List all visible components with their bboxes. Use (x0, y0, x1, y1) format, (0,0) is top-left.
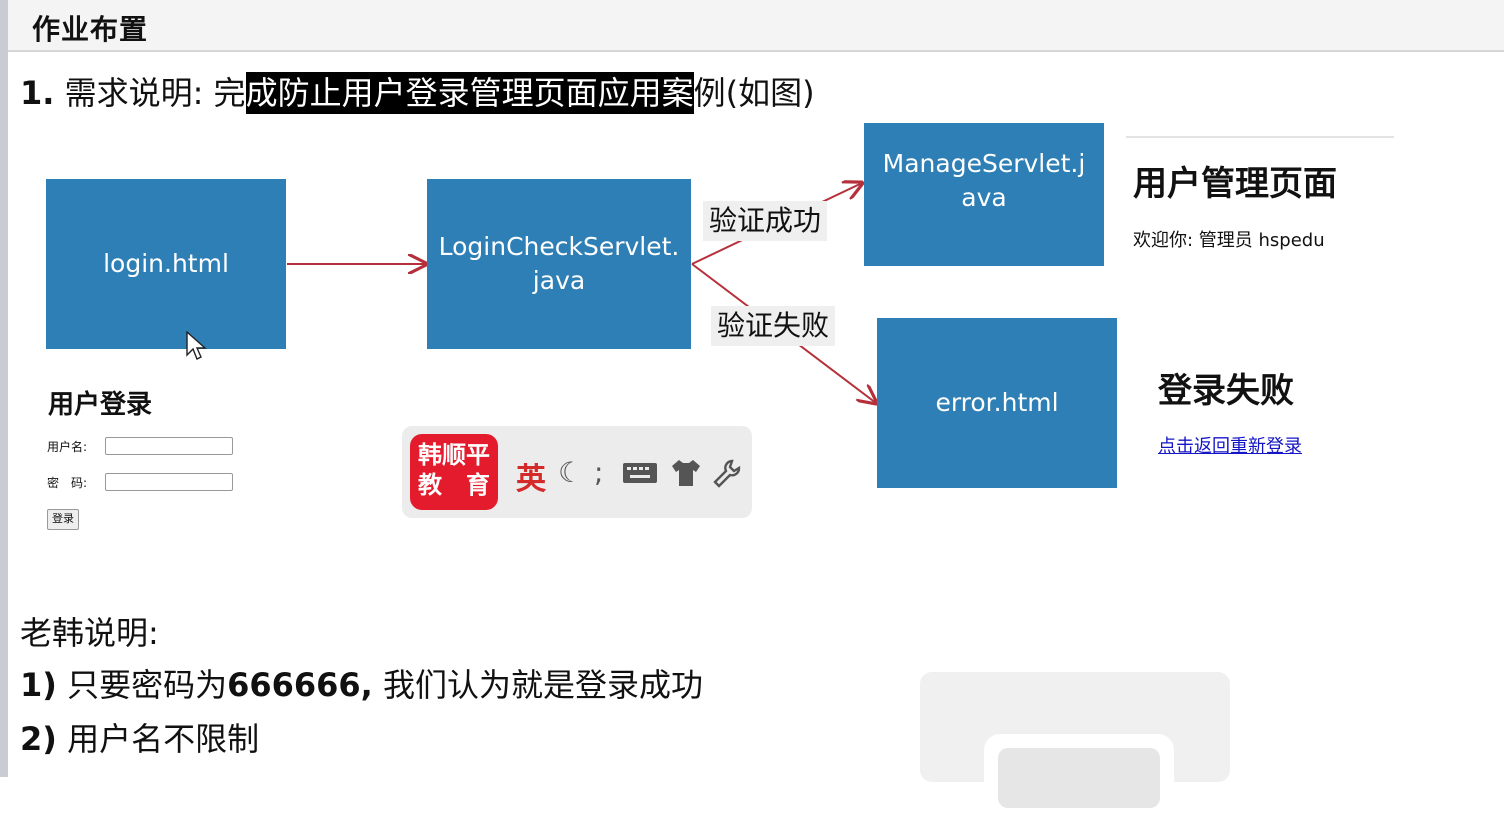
login-check-servlet-box: LoginCheckServlet. java (427, 179, 691, 349)
image-placeholder-frame (984, 734, 1174, 814)
error-page-heading: 登录失败 (1158, 371, 1294, 411)
requirement-highlight: 成防止用户登录管理页面应用案 (245, 72, 694, 114)
logo-line-1: 韩顺平 (418, 441, 490, 469)
username-input[interactable] (105, 437, 233, 455)
note-line-1: 1) 只要密码为666666, 我们认为就是登录成功 (20, 660, 703, 706)
window-left-edge (0, 0, 8, 777)
login-check-label-2: java (532, 266, 586, 295)
login-html-label: login.html (103, 249, 229, 278)
hanshunping-logo: 韩顺平 教 育 (410, 434, 498, 510)
notes-title: 老韩说明: (20, 614, 159, 652)
wrench-icon[interactable] (712, 458, 742, 488)
manage-page-welcome: 欢迎你: 管理员 hspedu (1133, 230, 1325, 251)
note-1-password: 666666, (227, 666, 373, 704)
success-label: 验证成功 (703, 201, 828, 241)
requirement-number: 1. (20, 74, 55, 112)
note-line-2: 2) 用户名不限制 (20, 714, 259, 760)
note-1-text-a: 只要密码为 (56, 666, 228, 704)
login-html-box: login.html (46, 179, 286, 349)
page-title: 作业布置 (32, 13, 149, 46)
error-html-label: error.html (935, 388, 1059, 417)
login-check-label-1: LoginCheckServlet. (438, 232, 680, 261)
requirement-prefix: 需求说明: 完 (54, 74, 246, 112)
ime-toolbar: 韩顺平 教 育 英 ☾ ; (402, 426, 752, 518)
shirt-icon[interactable] (670, 458, 702, 488)
login-submit-button[interactable]: 登录 (47, 509, 79, 530)
username-label: 用户名: (47, 440, 88, 454)
note-1-number: 1) (20, 666, 57, 704)
note-2-text: 用户名不限制 (56, 720, 260, 758)
manage-servlet-label-2: ava (961, 183, 1007, 212)
mouse-cursor-icon (186, 331, 207, 360)
fail-label: 验证失败 (711, 306, 836, 346)
login-form-title: 用户登录 (48, 390, 153, 420)
logo-line-2: 教 育 (418, 471, 490, 499)
ime-mode-toggle[interactable]: 英 (516, 462, 546, 497)
note-1-text-c: 我们认为就是登录成功 (372, 666, 704, 704)
header-bar: 作业布置 (8, 0, 1504, 52)
requirement-suffix: 例(如图) (693, 74, 815, 112)
manage-page-divider (1126, 136, 1394, 138)
manage-servlet-label-1: ManageServlet.j (882, 149, 1086, 178)
requirement-line: 1. 需求说明: 完成防止用户登录管理页面应用案例(如图) (20, 72, 815, 114)
return-login-link[interactable]: 点击返回重新登录 (1158, 436, 1302, 457)
manage-servlet-box: ManageServlet.j ava (864, 123, 1104, 266)
punctuation-icon[interactable]: ; (594, 456, 604, 489)
manage-page-heading: 用户管理页面 (1133, 164, 1337, 204)
keyboard-icon[interactable] (622, 460, 658, 486)
password-input[interactable] (105, 473, 233, 491)
error-html-box: error.html (877, 318, 1117, 488)
note-2-number: 2) (20, 720, 57, 758)
clipped-text-fragment (28, 580, 118, 592)
moon-icon[interactable]: ☾ (558, 456, 584, 489)
password-label: 密 码: (47, 476, 88, 490)
image-placeholder-card (920, 672, 1230, 814)
image-placeholder-icon (998, 748, 1160, 808)
